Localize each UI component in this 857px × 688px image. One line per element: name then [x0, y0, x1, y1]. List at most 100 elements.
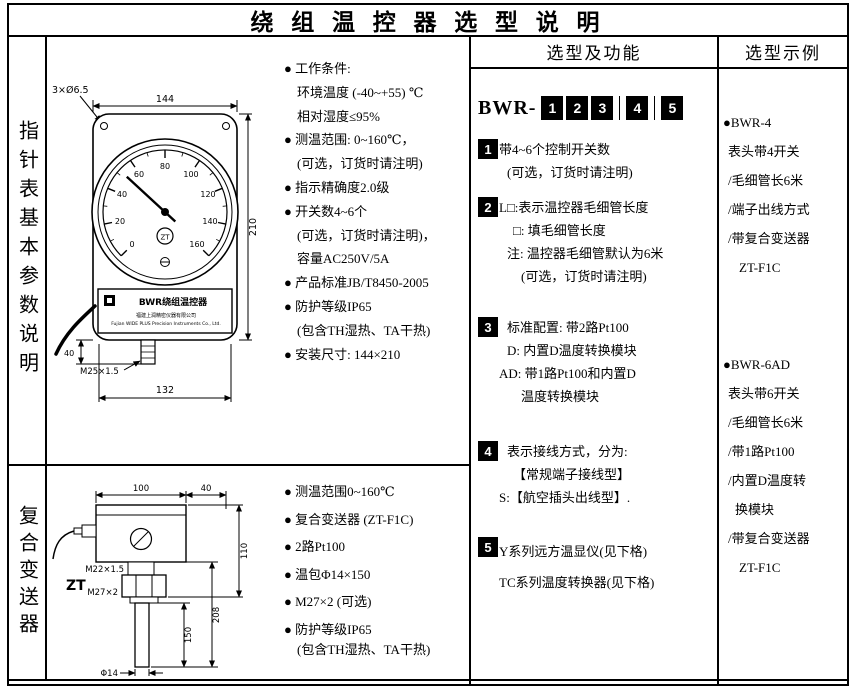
spec-line: ● 测温范围0~160℃ — [284, 484, 395, 499]
model-code: BWR- 1 2 3 4 5 — [478, 96, 686, 120]
probe — [134, 602, 150, 668]
selection-group-3: 3 标准配置: 带2路Pt100 D: 内置D温度转换模块 AD: 带1路Pt1… — [478, 316, 716, 408]
divider-bottom-row — [7, 679, 849, 681]
mounting-hole — [100, 122, 108, 130]
thread1-label: M22×1.5 — [85, 565, 124, 575]
transmitter-drawing: 100 40 110 M22×1.5 M27×2 ZT 208 150 Φ14 — [52, 484, 250, 679]
example-line: /端子出线方式 — [728, 202, 810, 217]
stem-threads — [141, 345, 155, 359]
divider-label-column — [45, 36, 47, 680]
svg-text:0: 0 — [129, 240, 134, 249]
zt-red-logo: ZT — [66, 578, 86, 594]
plate-line1: 福建上润精密仪器有限公司 — [136, 312, 196, 319]
spec-line: ● 防护等级IP65 — [284, 298, 372, 314]
example-line: 表头带6开关 — [728, 386, 800, 401]
dim-label-holes: 3×Ø6.5 — [52, 85, 89, 96]
divider-selection-column — [469, 36, 471, 686]
digit-separator — [619, 96, 621, 120]
spec-line: ● 防护等级IP65 — [284, 621, 372, 637]
outer-border — [7, 3, 849, 686]
svg-text:160: 160 — [189, 240, 204, 249]
dim-label-total: 208 — [212, 607, 222, 623]
selection-line: □: 填毛细管长度 — [513, 223, 606, 238]
dim-label-width: 144 — [156, 94, 174, 105]
example-line: 表头带4开关 — [728, 144, 800, 159]
spec-line: ● 安装尺寸: 144×210 — [284, 346, 401, 362]
selection-group-5: 5 Y系列远方温显仪(见下格) TC系列温度转换器(见下格) — [478, 536, 716, 598]
dim-label-stem: 40 — [64, 349, 74, 358]
plate-line2: Fujian WIDE PLUS Precision Instruments C… — [111, 321, 221, 327]
dim-label-base: 132 — [156, 385, 174, 396]
spec-line: ● 工作条件: — [284, 61, 351, 76]
thread2-label: M27×2 — [87, 588, 118, 598]
dim-label-dia: Φ14 — [100, 669, 118, 679]
selection-line: AD: 带1路Pt100和内置D — [499, 366, 636, 381]
example-header: 选型示例 — [745, 44, 821, 63]
model-digit-box-4: 4 — [626, 96, 649, 120]
example-line: ZT-F1C — [739, 260, 781, 275]
spec-line: ● 测温范围: 0~160℃， — [284, 132, 415, 148]
dim-label-height: 210 — [248, 218, 259, 236]
name-plate — [97, 288, 233, 334]
spec-line: ● 产品标准JB/T8450-2005 — [284, 275, 429, 291]
spec-line: (可选，订货时请注明) — [297, 156, 423, 172]
cable — [52, 530, 75, 560]
zt-logo-circle — [156, 227, 174, 245]
selection-line: S:【航空插头出线型】. — [499, 490, 631, 505]
selection-line: 标准配置: 带2路Pt100 — [507, 320, 629, 335]
selection-line: TC系列温度转换器(见下格) — [499, 575, 655, 590]
spec-line: ● 复合变送器 (ZT-F1C) — [284, 511, 414, 527]
selection-line: 带4~6个控制开关数 — [499, 142, 611, 157]
dim-label-w2: 40 — [201, 484, 212, 494]
example-line: ●BWR-4 — [723, 115, 772, 130]
model-digit-box-1: 1 — [541, 96, 564, 120]
selection-line: 温度转换模块 — [521, 389, 600, 404]
selection-group-2: 2 L□:表示温控器毛细管长度 □: 填毛细管长度 注: 温控器毛细管默认为6米… — [478, 196, 716, 288]
divider-sections — [7, 464, 471, 466]
divider-under-title — [7, 35, 849, 37]
spec-line: 相对湿度≤95% — [297, 108, 380, 124]
example-line: /毛细管长6米 — [728, 173, 804, 188]
selection-group-4: 4 表示接线方式，分为: 【常规端子接线型】 S:【航空插头出线型】. — [478, 440, 716, 509]
svg-text:120: 120 — [200, 190, 215, 199]
section-label-pointer: 指针表基本参数说明 — [7, 36, 46, 464]
selection-line: L□:表示温控器毛细管长度 — [499, 200, 649, 215]
selection-line: Y系列远方温显仪(见下格) — [499, 544, 648, 559]
example-line: /带1路Pt100 — [728, 444, 795, 459]
example-line: /内置D温度转 — [728, 473, 807, 488]
digit-separator — [654, 96, 656, 120]
neck — [127, 561, 155, 576]
hex-nut — [121, 574, 167, 598]
selection-line: D: 内置D温度转换模块 — [507, 343, 637, 358]
section-label-pointer-text: 指针表基本参数说明 — [15, 119, 38, 381]
example-2: ●BWR-6AD 表头带6开关 /毛细管长6米 /带1路Pt100 /内置D温度… — [723, 350, 847, 582]
selection-line: 【常规端子接线型】 — [513, 467, 631, 482]
svg-text:140: 140 — [202, 217, 217, 226]
collar — [129, 596, 159, 604]
pointer-specs: ● 工作条件: 环境温度 (-40~+55) ℃ 相对湿度≤95% ● 测温范围… — [284, 57, 468, 366]
zt-logo-text: ZT — [160, 234, 170, 242]
divider-example-column — [717, 36, 719, 686]
group-number-badge: 5 — [478, 537, 498, 557]
svg-text:100: 100 — [183, 170, 198, 179]
example-line: /带复合变送器 — [728, 531, 810, 546]
svg-text:60: 60 — [134, 170, 144, 179]
page-title: 绕 组 温 控 器 选 型 说 明 — [250, 9, 606, 35]
example-line: 换模块 — [735, 502, 775, 517]
model-digit-box-2: 2 — [566, 96, 589, 120]
svg-text:40: 40 — [117, 190, 127, 199]
section-label-transmitter: 复合变送器 — [7, 465, 46, 679]
example-line: /带复合变送器 — [728, 231, 810, 246]
svg-text:20: 20 — [115, 217, 125, 226]
gauge-scale-numbers: 0 20 40 60 80 100 120 140 160 — [115, 162, 218, 249]
spec-line: (可选，订货时请注明)， — [297, 227, 436, 243]
dim-label-w1: 100 — [133, 484, 149, 494]
cable-gland-nut — [73, 527, 83, 535]
example-1: ●BWR-4 表头带4开关 /毛细管长6米 /端子出线方式 /带复合变送器 ZT… — [723, 108, 847, 282]
sight-glass-slash — [133, 531, 149, 547]
svg-text:80: 80 — [160, 162, 170, 171]
example-line: ●BWR-6AD — [723, 357, 791, 372]
group-number-badge: 4 — [478, 441, 498, 461]
